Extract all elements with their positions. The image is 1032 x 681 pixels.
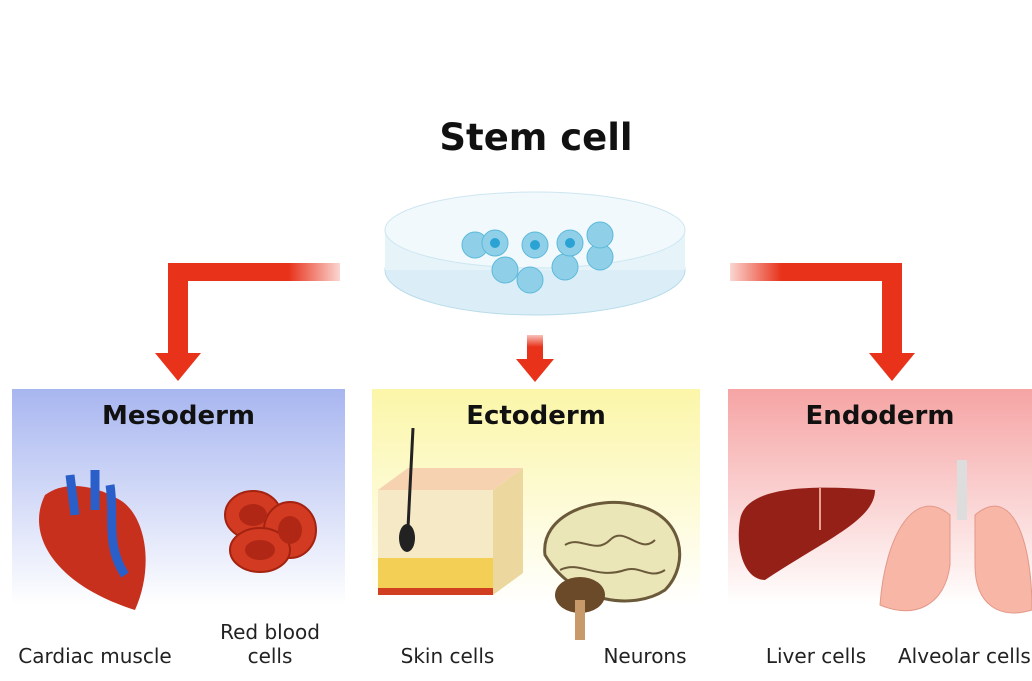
liver-illustration	[738, 487, 875, 580]
heart-illustration	[39, 470, 146, 610]
arrow-to-endoderm	[730, 263, 915, 381]
cell-label-liver-cells: Liver cells	[765, 644, 867, 668]
cell-label-neurons: Neurons	[603, 644, 687, 668]
cell-label-red-blood-cells: Red blood cells	[220, 620, 320, 668]
brain-illustration	[543, 500, 682, 640]
arrow-to-mesoderm	[155, 263, 340, 381]
petri-dish	[384, 191, 686, 316]
layer-title: Mesoderm	[101, 401, 255, 431]
cell-label-skin-cells: Skin cells	[400, 644, 495, 668]
cell-label-cardiac-muscle: Cardiac muscle	[18, 644, 172, 668]
cell-label-alveolar-cells: Alveolar cells	[898, 644, 1031, 668]
diagram-title: Stem cell	[439, 116, 633, 159]
arrow-to-ectoderm	[516, 335, 554, 382]
red-blood-cells-illustration	[224, 490, 317, 573]
layer-title: Ectoderm	[466, 401, 606, 431]
lungs-illustration	[879, 460, 1032, 614]
skin-illustration	[378, 428, 523, 595]
layer-title: Endoderm	[805, 401, 955, 431]
